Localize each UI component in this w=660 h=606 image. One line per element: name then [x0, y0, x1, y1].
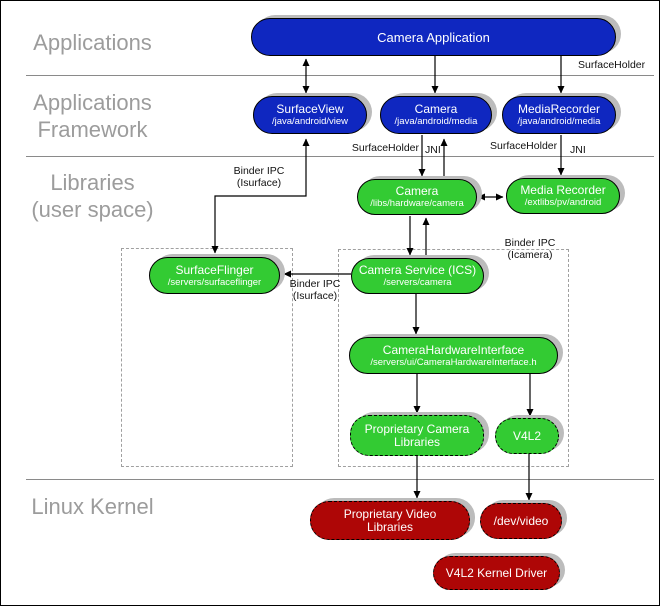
node-title: V4L2 Kernel Driver — [445, 565, 548, 580]
node-dev-video: /dev/video — [480, 503, 562, 539]
layer-label-text: Libraries — [50, 170, 135, 195]
node-path: /libs/hardware/camera — [370, 198, 464, 209]
node-title: /dev/video — [493, 513, 549, 528]
node-camera-hardware-interface: CameraHardwareInterface /servers/ui/Came… — [349, 337, 558, 374]
node-camera-framework: Camera /java/android/media — [380, 96, 492, 134]
label-line: Binder IPC — [233, 165, 285, 177]
node-mediarecorder-lib: Media Recorder /extlibs/pv/android — [506, 178, 620, 214]
label-binder-ipc-icamera: Binder IPC (Icamera) — [498, 237, 562, 261]
label-jni-mediarecorder: JNI — [570, 144, 586, 156]
label-line: (Icamera) — [507, 249, 553, 261]
layer-label-text: (user space) — [31, 197, 154, 222]
layer-label-kernel: Linux Kernel — [15, 493, 170, 520]
node-title: Media Recorder — [520, 183, 606, 197]
node-surfaceview: SurfaceView /java/android/view — [253, 96, 367, 134]
label-line: Binder IPC — [504, 237, 556, 249]
camera-service-group-box — [338, 249, 569, 467]
label-surfaceholder-top: SurfaceHolder — [578, 59, 646, 71]
node-proprietary-camera-libraries: Proprietary Camera Libraries — [350, 415, 484, 456]
separator-framework — [26, 156, 654, 157]
node-title: Camera — [414, 102, 458, 116]
label-line: (Isurface) — [236, 177, 282, 189]
node-title: SurfaceView — [276, 102, 344, 116]
node-v4l2: V4L2 — [495, 418, 559, 454]
layer-label-text: Framework — [37, 117, 148, 142]
separator-kernel — [26, 479, 654, 480]
label-binder-ipc-isurface-mid: Binder IPC (Isurface) — [285, 278, 345, 302]
node-path: /java/android/media — [394, 116, 478, 127]
node-path: /extlibs/pv/android — [524, 197, 602, 208]
node-title: SurfaceFlinger — [175, 262, 254, 277]
node-path: /servers/ui/CameraHardwareInterface.h — [370, 356, 537, 368]
node-path: /servers/surfaceflinger — [167, 276, 262, 288]
layer-label-text: Linux Kernel — [31, 494, 154, 519]
node-path: /java/android/media — [517, 116, 601, 127]
label-surfaceholder-camera: SurfaceHolder — [351, 142, 419, 154]
node-mediarecorder-framework: MediaRecorder /java/android/media — [502, 96, 616, 134]
node-title: Camera Service (ICS) — [358, 263, 477, 277]
label-line: (Isurface) — [292, 290, 338, 302]
node-camera-lib: Camera /libs/hardware/camera — [357, 179, 477, 215]
node-camera-application: Camera Application — [251, 18, 616, 56]
surfaceflinger-group-box — [121, 248, 293, 467]
layer-label-text: Applications — [33, 90, 152, 115]
node-camera-service: Camera Service (ICS) /servers/camera — [351, 258, 484, 294]
label-binder-ipc-isurface-top: Binder IPC (Isurface) — [224, 165, 294, 189]
node-path: /servers/camera — [383, 277, 452, 288]
node-title: V4L2 — [512, 428, 542, 443]
separator-applications — [26, 75, 654, 76]
node-v4l2-kernel-driver: V4L2 Kernel Driver — [433, 556, 560, 590]
layer-label-libraries: Libraries (user space) — [15, 169, 170, 223]
node-surfaceflinger: SurfaceFlinger /servers/surfaceflinger — [149, 257, 280, 294]
node-title: Camera — [395, 184, 439, 198]
node-title: Camera Application — [377, 29, 490, 45]
label-jni-camera: JNI — [425, 144, 441, 156]
layer-label-applications: Applications — [15, 29, 170, 56]
label-surfaceholder-mediarecorder: SurfaceHolder — [490, 140, 558, 152]
node-title: Proprietary Video Libraries — [343, 506, 437, 534]
layer-label-framework: Applications Framework — [15, 89, 170, 143]
node-title: Proprietary Camera Libraries — [364, 421, 470, 449]
node-title: MediaRecorder — [517, 102, 601, 116]
node-path: /java/android/view — [271, 116, 349, 127]
layer-label-text: Applications — [33, 30, 152, 55]
node-title: CameraHardwareInterface — [382, 342, 525, 357]
label-line: Binder IPC — [289, 278, 341, 290]
node-proprietary-video-libraries: Proprietary Video Libraries — [310, 501, 470, 540]
